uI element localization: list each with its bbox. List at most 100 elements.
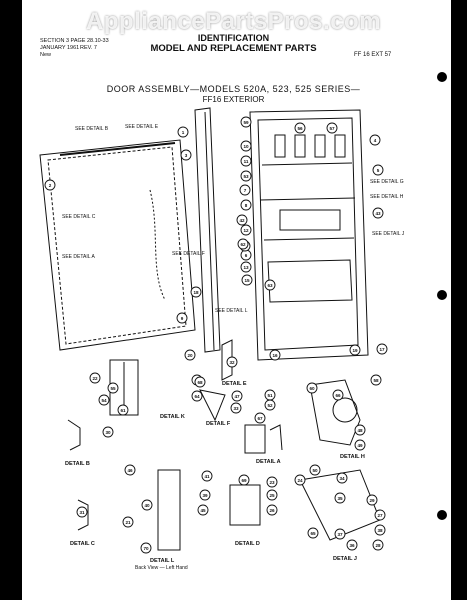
header-ref: FF 16 EXT 57 [354,52,392,58]
callout-circle [332,389,344,401]
callout-number: 50 [312,468,318,473]
callout-number: 19 [352,348,358,353]
callout-circle [372,207,384,219]
callout-number: 15 [244,278,250,283]
callout-circle [199,489,211,501]
shelf-upper [261,162,353,166]
detail-l-note: Back View — Left Hand [135,565,188,571]
binder-hole [437,72,447,82]
detail-h-part [309,379,361,446]
detail-h-label: DETAIL H [340,454,365,460]
door-panel [39,139,196,351]
callout-number: 63 [267,283,273,288]
callout-number: 10 [243,144,249,149]
shelf-lower [263,237,355,241]
callout-circle [240,140,252,152]
see-detail-h-label: SEE DETAIL H [370,194,404,200]
callout-circle [231,390,243,402]
callout-circle [269,349,281,361]
callout-circle [239,184,251,196]
detail-l-bracket [157,469,181,551]
callout-circle [240,155,252,167]
callout-number: 39 [202,493,208,498]
see-detail-f-label: SEE DETAIL F [172,251,205,257]
callout-circle [266,489,278,501]
callout-number: 18 [193,290,199,295]
callout-circle [240,116,252,128]
bottle [294,134,306,158]
callout-number: 31 [79,510,85,515]
callout-number: 23 [269,480,275,485]
callout-circle [354,424,366,436]
callout-circle [349,344,361,356]
callout-number: 43 [375,211,381,216]
callout-number: 35 [337,496,343,501]
callout-circle [194,376,206,388]
see-detail-g-label: SEE DETAIL G [370,179,404,185]
callout-circle [107,382,119,394]
detail-l-label: DETAIL L [150,558,175,564]
callout-circle [122,516,134,528]
callout-circle [237,238,249,250]
callout-number: 30 [105,430,111,435]
see-detail-l-label: SEE DETAIL L [215,308,248,314]
callout-number: 33 [233,406,239,411]
door-assembly-subtitle: FF16 EXTERIOR [202,95,265,104]
callout-circle [374,509,386,521]
callout-number: 3 [185,153,188,158]
door-frame-strip [194,107,221,353]
parts-sheet [22,0,451,600]
callout-number: 70 [143,546,149,551]
callout-number: 53 [243,174,249,179]
cabinet-outline [249,109,369,361]
callout-circle [376,343,388,355]
callout-number: 58 [373,378,379,383]
bottle [314,134,326,158]
detail-f-label: DETAIL F [206,421,231,427]
detail-j-label: DETAIL J [333,556,357,562]
callout-number: 62 [240,242,246,247]
callout-number: 21 [125,520,131,525]
egg-bin [279,209,341,231]
callout-number: 52 [267,403,273,408]
callout-number: 12 [243,228,249,233]
callout-number: 7 [244,188,247,193]
callout-circle [264,279,276,291]
door-frame-edge [204,111,215,351]
callout-circle [334,528,346,540]
callout-number: 29 [369,498,375,503]
see-detail-a-label: SEE DETAIL A [62,254,95,260]
callout-circle [240,224,252,236]
callout-number: 36 [349,543,355,548]
callout-number: 49 [357,443,363,448]
callout-number: 51 [267,393,273,398]
callout-number: 67 [257,416,263,421]
callout-circle [141,499,153,511]
callout-number: 32 [229,360,235,365]
callout-number: 59 [243,120,249,125]
detail-k-label: DETAIL K [160,414,185,420]
callout-circle [197,504,209,516]
callout-circle [240,170,252,182]
callout-circle [238,474,250,486]
callout-circle [306,382,318,394]
callout-circle [236,214,248,226]
callout-circle [309,464,321,476]
detail-d-label: DETAIL D [235,541,260,547]
callout-circle [180,149,192,161]
callout-number: 28 [375,543,381,548]
freezer-divider [259,197,356,201]
bottle [334,134,346,158]
detail-a-part [244,424,266,454]
callout-circle [266,476,278,488]
detail-a-label: DETAIL A [256,459,281,465]
callout-number: 16 [272,353,278,358]
callout-circle [369,134,381,146]
callout-number: 17 [379,347,385,352]
detail-c-label: DETAIL C [70,541,95,547]
callout-number: 8 [245,203,248,208]
detail-e-part [221,339,233,381]
callout-number: 56 [297,126,303,131]
